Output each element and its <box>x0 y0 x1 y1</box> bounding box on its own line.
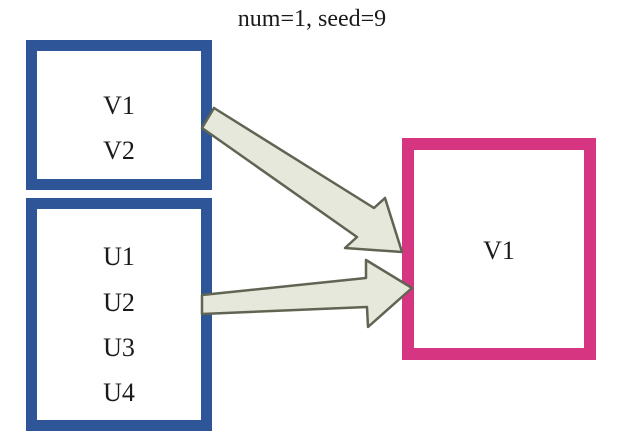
source-box-v: V1 V2 <box>26 40 212 190</box>
caption: num=1, seed=9 <box>237 6 387 32</box>
arrow-u-to-output <box>200 258 414 329</box>
item-v2: V2 <box>103 136 135 165</box>
output-item: V1 <box>483 236 515 265</box>
item-u1: U1 <box>103 242 135 271</box>
source-box-u: U1 U2 U3 U4 <box>26 198 212 431</box>
item-u2: U2 <box>103 288 135 317</box>
item-u3: U3 <box>103 333 135 362</box>
arrow-v-to-output <box>200 106 404 254</box>
item-u4: U4 <box>103 378 135 407</box>
output-box: V1 <box>402 138 596 360</box>
item-v1: V1 <box>103 91 135 120</box>
